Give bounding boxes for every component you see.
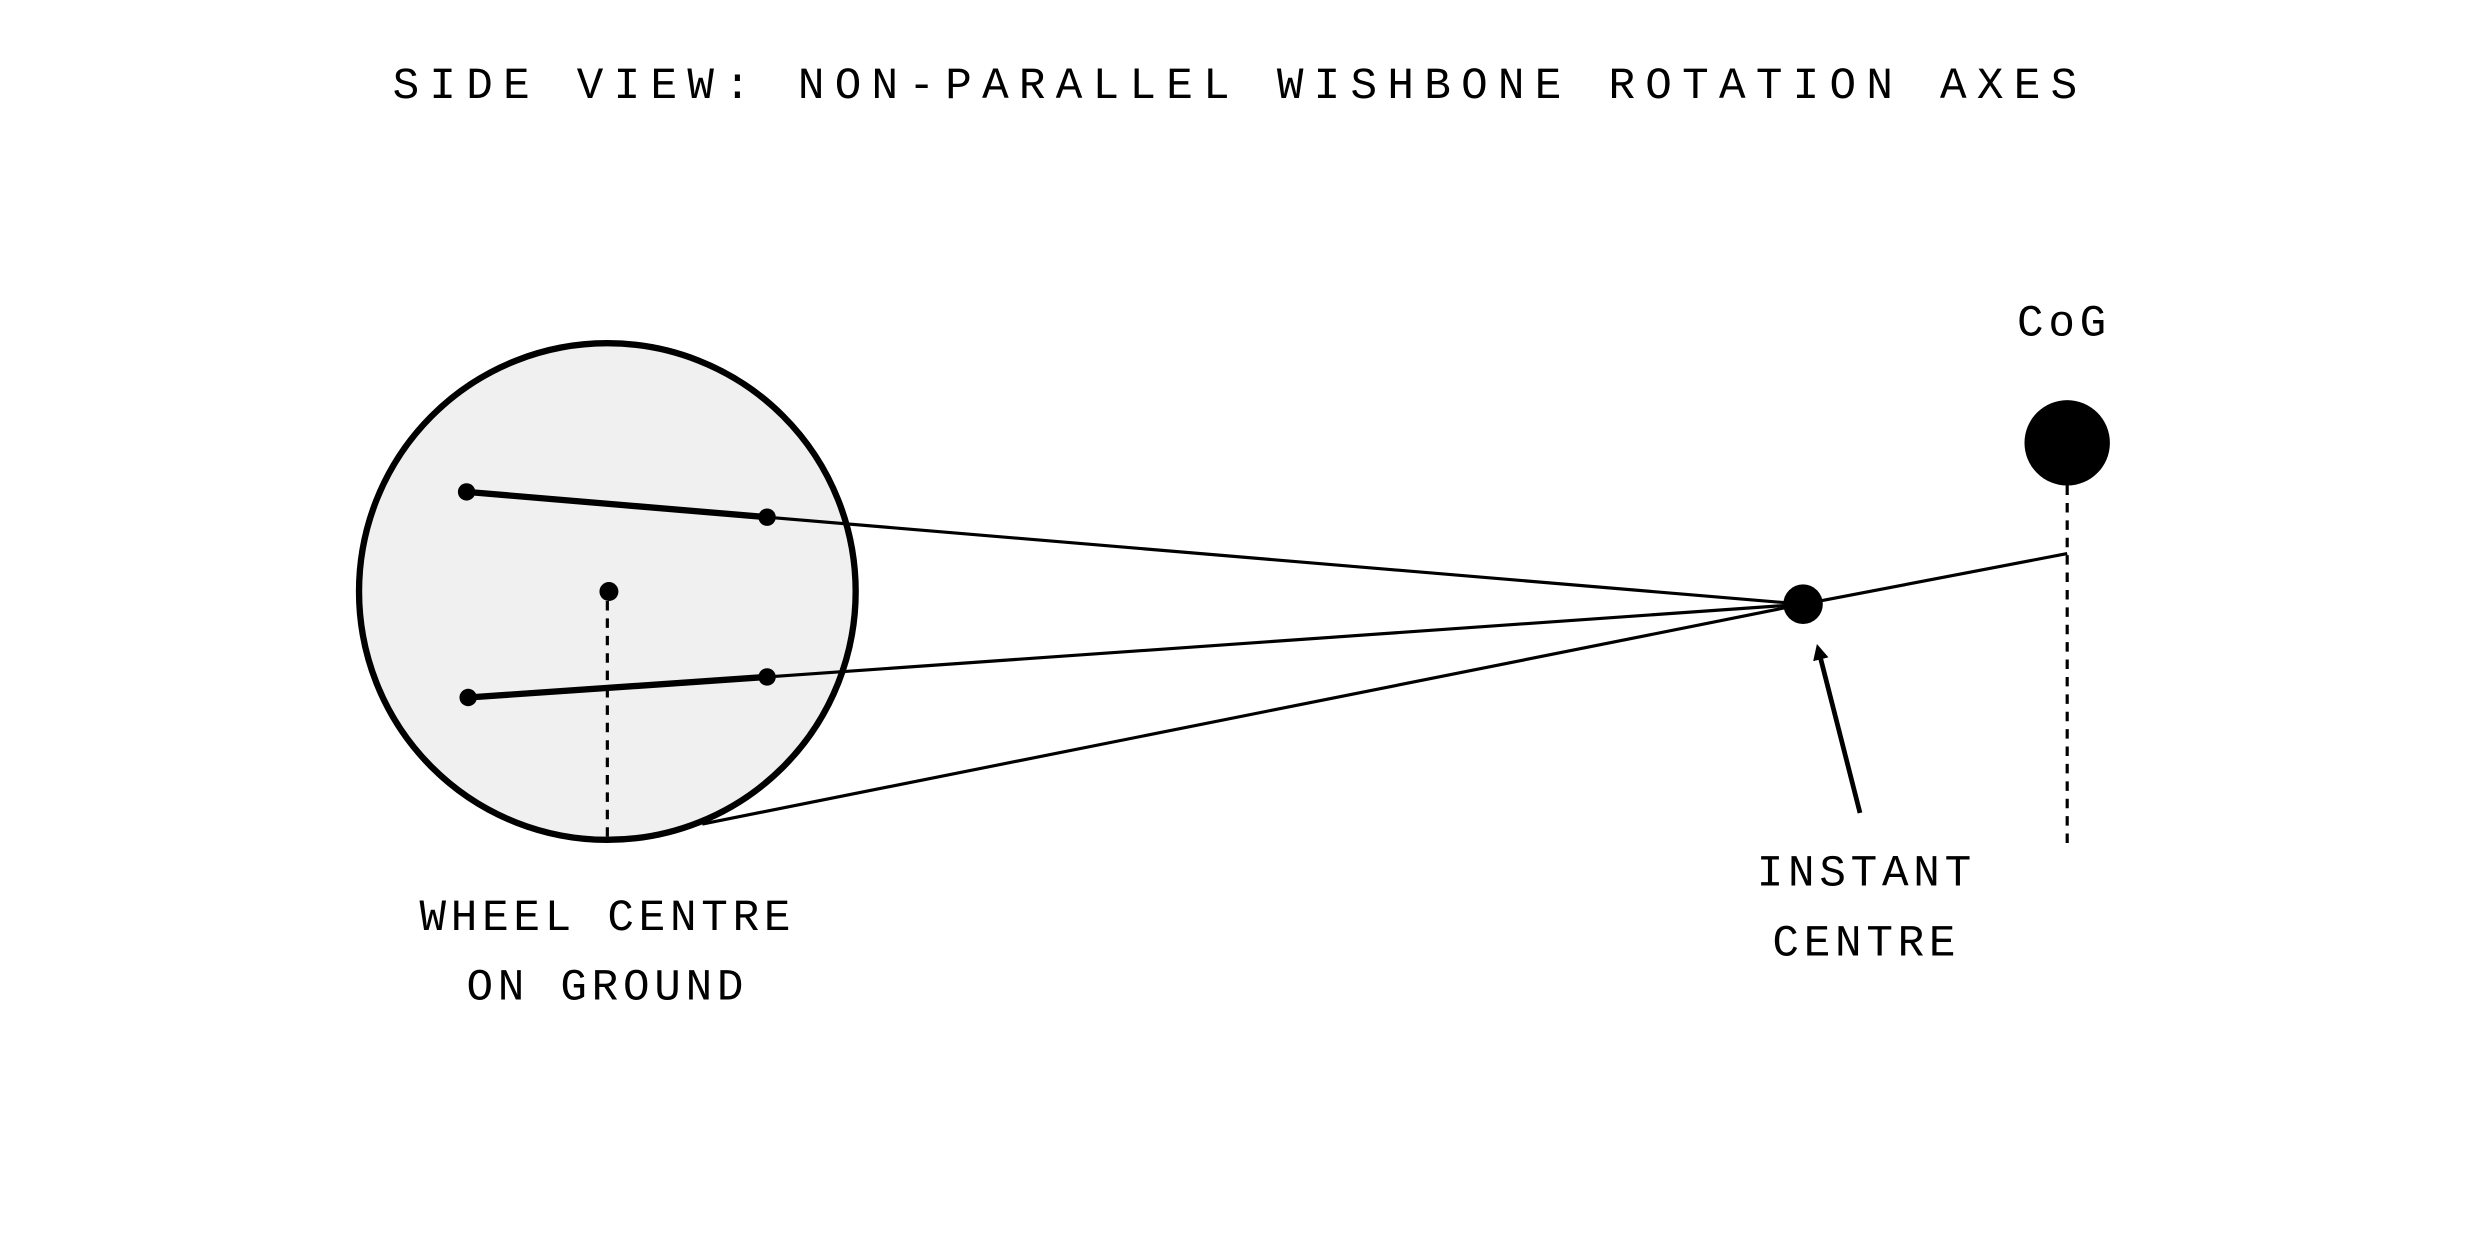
diagram-title: SIDE VIEW: NON-PARALLEL WISHBONE ROTATIO… bbox=[393, 62, 2088, 112]
lower-arm-axis-extension bbox=[766, 602, 1804, 679]
wheel-centre-label-line1: WHEEL CENTRE bbox=[419, 894, 795, 944]
instant-centre-to-cog-line bbox=[1802, 552, 2068, 606]
instant-centre-label-line1: INSTANT bbox=[1757, 850, 1976, 900]
cog-label: CoG bbox=[2017, 299, 2111, 349]
instant-centre-dot bbox=[1783, 584, 1823, 624]
wheel-centre-dot bbox=[599, 582, 619, 602]
upper-wishbone-outer-pivot bbox=[758, 508, 776, 526]
upper-arm-axis-extension bbox=[766, 515, 1804, 606]
wheel-centre-label-line2: ON GROUND bbox=[466, 964, 748, 1014]
instant-centre-arrow bbox=[1813, 643, 1863, 814]
upper-wishbone bbox=[466, 488, 768, 521]
lower-wishbone bbox=[467, 673, 768, 701]
cog-dot bbox=[2024, 400, 2110, 486]
lower-wishbone-outer-pivot bbox=[758, 668, 776, 686]
upper-wishbone-inner-pivot bbox=[457, 483, 476, 501]
instant-centre-label-line2: CENTRE bbox=[1772, 919, 1960, 969]
ground-to-instant-centre-line bbox=[701, 602, 1804, 826]
lower-wishbone-inner-pivot bbox=[459, 688, 477, 707]
